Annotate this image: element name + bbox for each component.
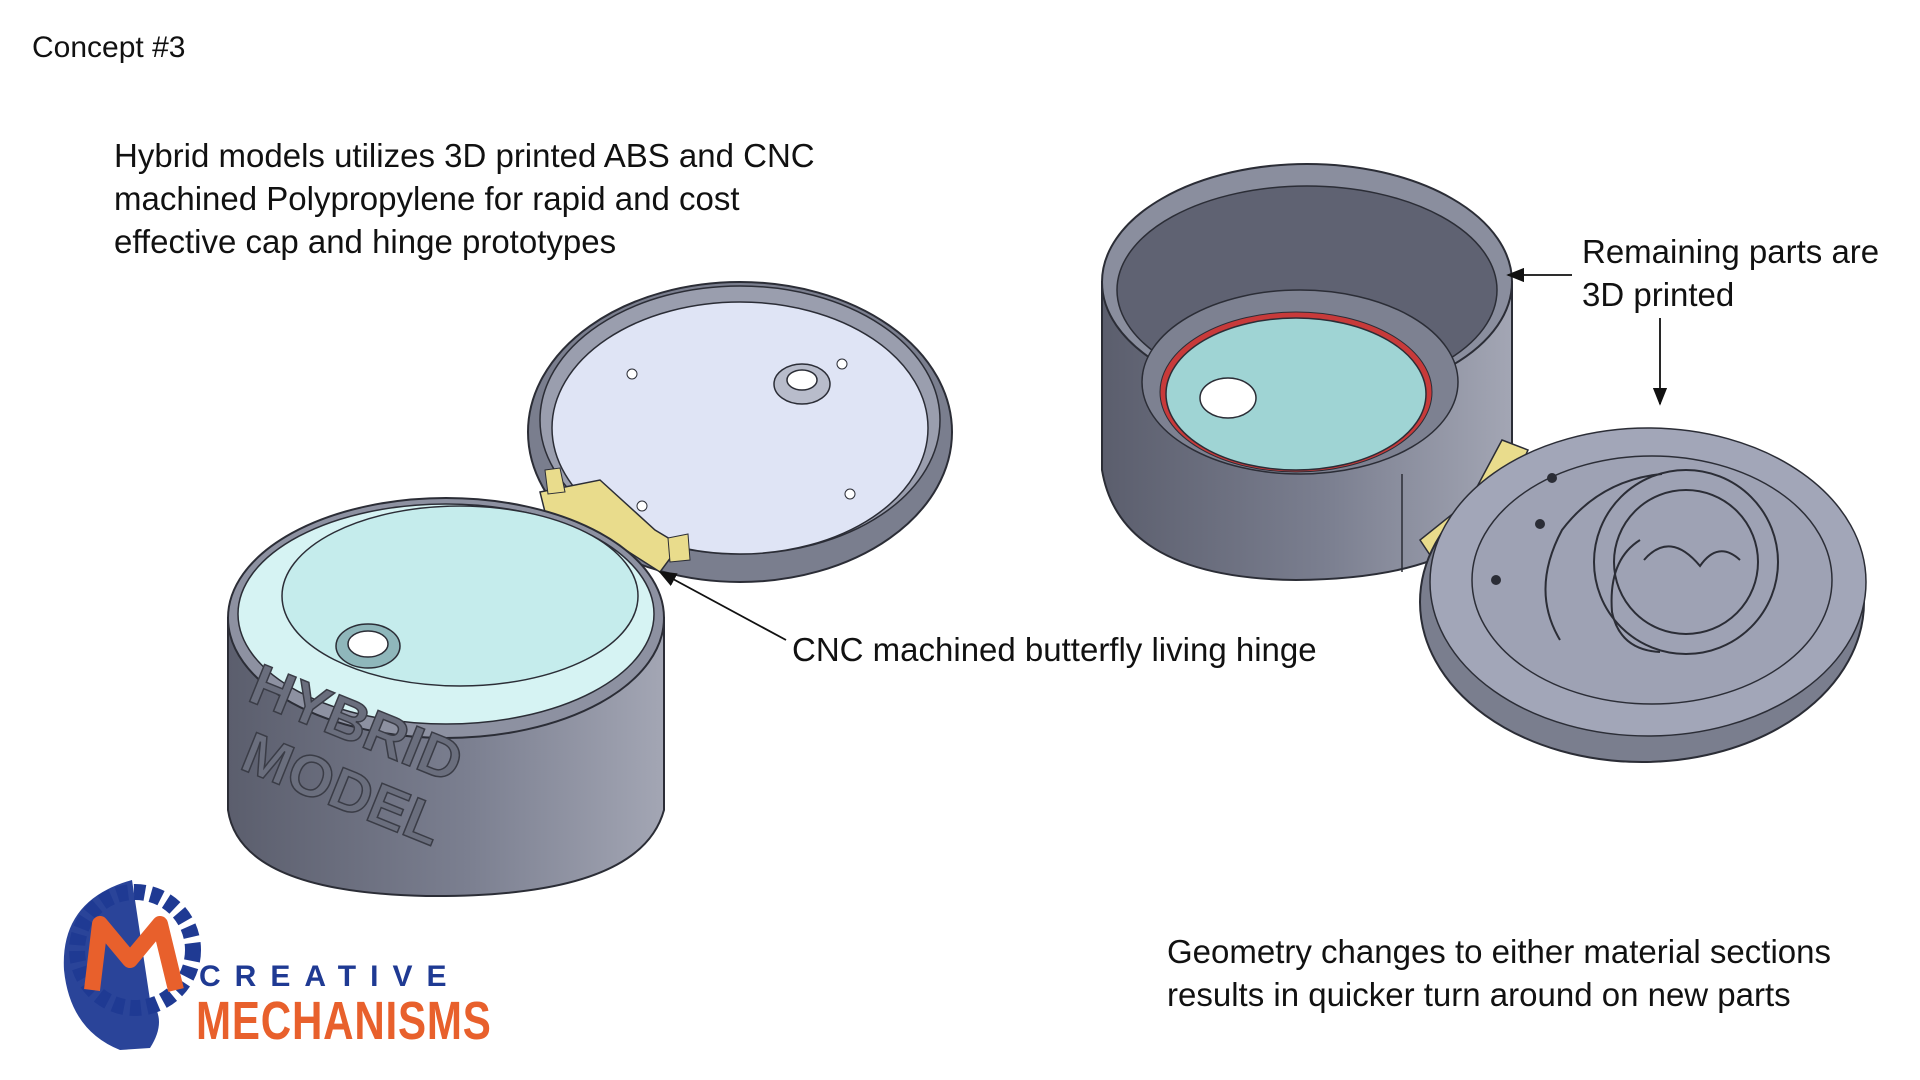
gear-head-emblem: [1544, 469, 1779, 655]
geometry-note: Geometry changes to either material sect…: [1167, 933, 1831, 1013]
printed-parts-model: [1101, 163, 1867, 763]
intro-text: Hybrid models utilizes 3D printed ABS an…: [114, 137, 815, 260]
remaining-parts-callout-label: Remaining parts are 3D printed: [1582, 233, 1880, 313]
hybrid-cap-model: HYBRID MODEL: [227, 281, 953, 898]
creative-mechanisms-logo-emblem: [63, 880, 201, 1050]
cap-base: HYBRID MODEL: [227, 497, 665, 898]
open-lid: [527, 281, 953, 583]
hinge-callout-label: CNC machined butterfly living hinge: [792, 631, 1317, 668]
hinge-callout-arrow: [658, 571, 787, 641]
slide-title: Concept #3: [32, 31, 186, 64]
lid-with-emblem: [1419, 427, 1867, 763]
logo-word-creative: CREATIVE: [199, 960, 461, 993]
logo-word-mechanisms: MECHANISMS: [196, 991, 492, 1051]
cap-body-underside: [1101, 163, 1513, 582]
